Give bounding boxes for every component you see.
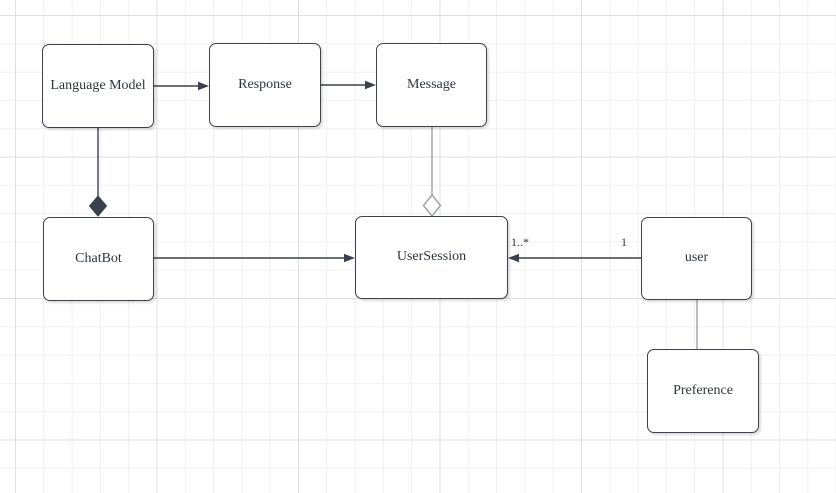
arrowhead-left-icon — [508, 253, 519, 263]
arrowhead-right-icon — [365, 80, 376, 90]
edge-response-message[interactable] — [321, 80, 376, 90]
node-language-model[interactable]: Language Model — [42, 44, 154, 128]
arrowhead-right-icon — [198, 81, 209, 91]
node-label: Language Model — [50, 77, 146, 93]
multiplicity-label-target: 1..* — [511, 235, 529, 249]
arrowhead-right-icon — [344, 253, 355, 263]
composition-diamond-icon — [88, 195, 108, 217]
node-message[interactable]: Message — [376, 43, 487, 127]
node-label: ChatBot — [75, 250, 122, 266]
node-label: Response — [238, 76, 292, 92]
node-label: UserSession — [396, 249, 467, 265]
node-response[interactable]: Response — [209, 43, 321, 127]
edge-chatbot-usersession[interactable] — [154, 253, 355, 263]
node-chatbot[interactable]: ChatBot — [43, 217, 154, 301]
node-label: Preference — [673, 382, 733, 398]
node-usersession[interactable]: UserSession — [355, 216, 508, 299]
node-label: Message — [407, 76, 456, 92]
edge-languagemodel-response[interactable] — [154, 81, 209, 91]
node-preference[interactable]: Preference — [647, 349, 759, 433]
node-label: user — [684, 250, 709, 266]
node-user[interactable]: user — [641, 217, 752, 300]
aggregation-diamond-icon — [422, 193, 442, 218]
edge-languagemodel-chatbot-composition[interactable] — [88, 128, 108, 217]
edge-message-usersession-aggregation[interactable] — [422, 127, 442, 218]
multiplicity-label-source: 1 — [621, 235, 627, 249]
edge-user-usersession[interactable] — [508, 253, 641, 263]
